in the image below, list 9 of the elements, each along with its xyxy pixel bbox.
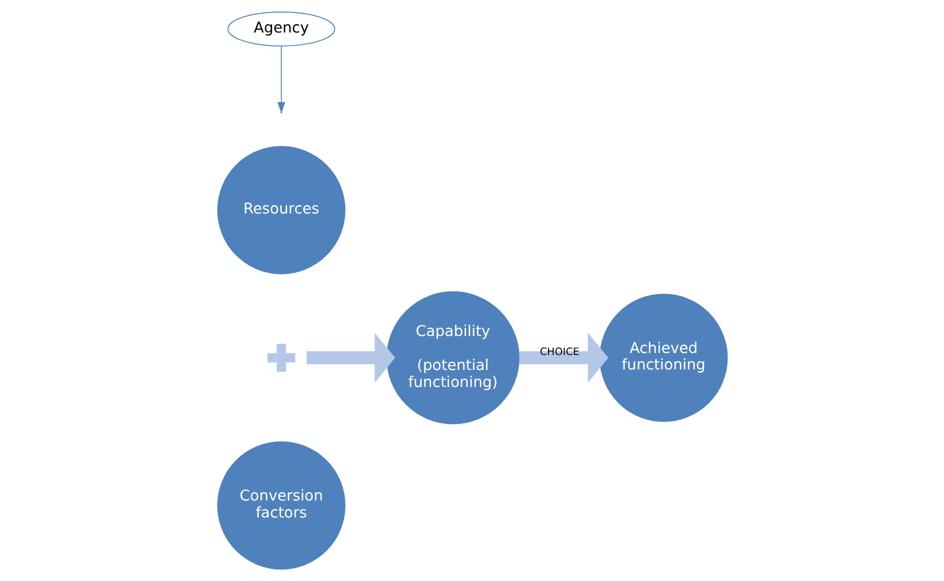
node-circle: Resources <box>216 146 345 274</box>
node-ellipse: Agency <box>226 12 335 46</box>
node-circle: Achieved functioning <box>599 294 728 422</box>
arrow <box>306 332 395 383</box>
node-circle: Capability (potential functioning) <box>386 291 519 424</box>
node-circle: Conversion factors <box>216 441 345 570</box>
arrow <box>518 332 608 383</box>
edge-label: CHOICE <box>539 346 579 358</box>
arrow <box>276 46 285 114</box>
